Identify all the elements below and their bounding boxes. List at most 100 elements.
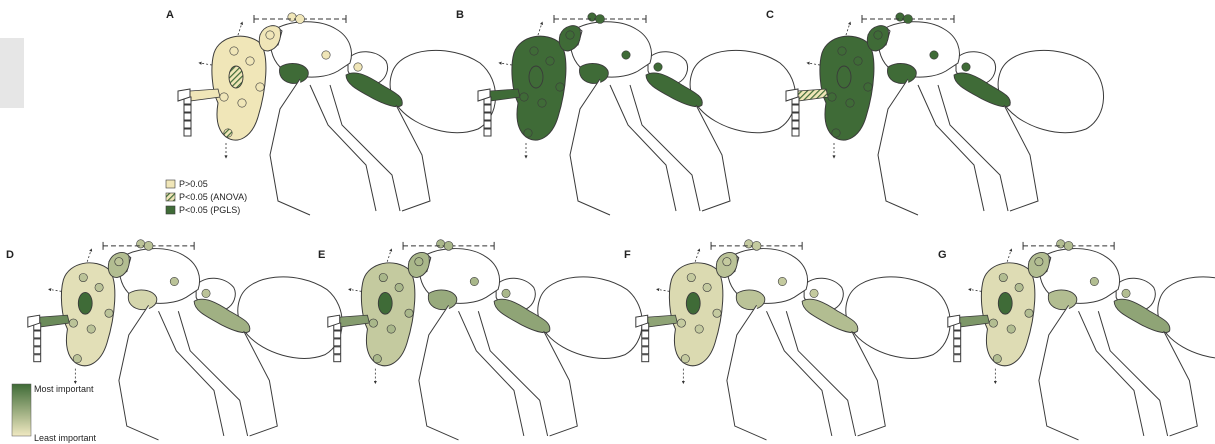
ant-panel-g [948,240,1215,440]
measurement-marker [69,319,77,327]
page-edge-tab [0,38,24,108]
fore-leg [270,79,310,215]
measurement-marker [828,93,836,101]
measurement-marker [369,319,377,327]
importance-legend: Most important Least important [12,384,97,443]
antenna-segment [484,113,491,120]
measurement-marker [1007,325,1015,333]
panel-letter-a: A [166,9,174,21]
ant-panel-b [478,13,796,215]
measurement-marker [896,13,904,21]
measurement-marker [520,93,528,101]
antenna-segment [792,113,799,120]
coxa [579,64,608,84]
measure-arrow [200,63,212,65]
measurement-marker [1122,289,1130,297]
mandible [490,89,520,101]
antenna-segment [954,331,961,338]
coxa [1048,290,1076,310]
measurement-marker [703,283,711,291]
measurement-marker [687,273,695,281]
mandible [648,315,678,327]
measurement-marker [137,240,145,248]
measurement-marker [713,309,721,317]
antenna-segment [184,129,191,136]
measurement-marker [1090,277,1098,285]
fore-leg [1039,305,1079,440]
ant-panel-a [178,13,496,215]
measurement-marker [745,240,753,248]
measurement-marker [395,283,403,291]
mid-leg [459,311,524,436]
measurement-marker [530,47,538,55]
antenna-segment [184,113,191,120]
coxa [279,64,308,84]
measurement-marker [238,99,246,107]
measurement-marker [854,57,862,65]
measure-arrow [808,63,820,65]
antenna-segment [334,347,341,354]
measurement-marker [1015,283,1023,291]
measurement-marker [246,57,254,65]
measure-arrow [387,250,391,262]
eye [78,292,92,314]
ant-panel-d [28,240,342,440]
measurement-marker [437,240,445,248]
fore-leg [878,79,918,215]
measurement-marker [681,355,689,363]
antenna-segment [642,331,649,338]
measurement-marker [930,51,938,59]
measurement-marker [723,258,731,266]
antenna-segment [954,339,961,346]
measurement-marker [993,355,1001,363]
measurement-marker [588,13,596,21]
gaster [998,50,1103,132]
antenna-segment [184,121,191,128]
fore-leg [119,305,159,440]
antenna-segment [34,339,41,346]
gaster [690,50,795,132]
panel-letter-b: B [456,9,464,21]
measurement-marker [556,83,564,91]
panel-letter-e: E [318,249,325,261]
antenna-segment [184,105,191,112]
measurement-marker [864,83,872,91]
measure-arrow [970,289,982,291]
antenna-segment [34,355,41,362]
ant-panel-c [786,13,1104,215]
measurement-marker [622,51,630,59]
coxa [736,290,764,310]
measurement-marker [677,319,685,327]
measurement-marker [87,325,95,333]
measure-arrow [846,23,850,35]
measurement-marker [566,31,574,39]
antenna-segment [642,347,649,354]
panel-letter-f: F [624,249,631,261]
legend-label-ns: P>0.05 [179,179,208,189]
antenna-segment [484,129,491,136]
gaster [238,277,342,358]
antenna-segment [954,347,961,354]
importance-gradient-bar [12,384,31,436]
importance-top-label: Most important [34,384,94,394]
measurement-marker [1057,240,1065,248]
mandible [798,89,828,101]
measure-arrow [350,289,362,291]
panel-letter-c: C [766,9,774,21]
measurement-marker [105,309,113,317]
eye [229,66,243,88]
eye [529,66,543,88]
coxa [887,64,916,84]
ant-panel-f [636,240,950,440]
measurement-marker [415,258,423,266]
antenna-segment [34,331,41,338]
mandible [960,315,990,327]
mandible [40,315,70,327]
legend-label-pgls: P<0.05 (PGLS) [179,205,240,215]
measure-arrow [238,23,242,35]
length-scale-marker [444,241,453,250]
measurement-marker [266,31,274,39]
mandible [340,315,370,327]
mandible [190,89,220,101]
